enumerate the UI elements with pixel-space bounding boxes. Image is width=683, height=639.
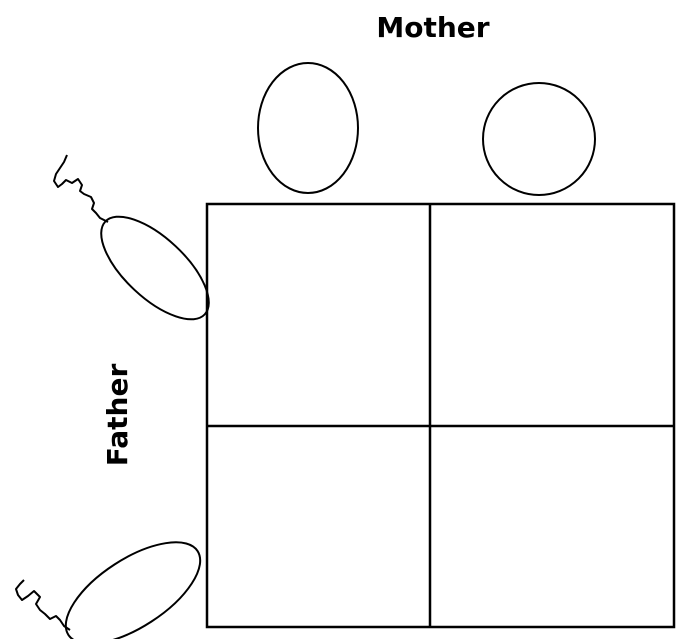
cell-1-2[interactable] (432, 207, 672, 424)
egg-icon (258, 63, 358, 193)
cell-2-2[interactable] (432, 428, 672, 625)
egg-icon (483, 83, 595, 195)
cell-1-1[interactable] (210, 207, 428, 424)
father-label: Father (101, 364, 134, 467)
sperm-icon (54, 155, 225, 336)
sperm-icon (16, 523, 216, 639)
mother-label: Mother (376, 11, 489, 44)
punnett-grid (207, 204, 674, 627)
cell-2-1[interactable] (210, 428, 428, 625)
